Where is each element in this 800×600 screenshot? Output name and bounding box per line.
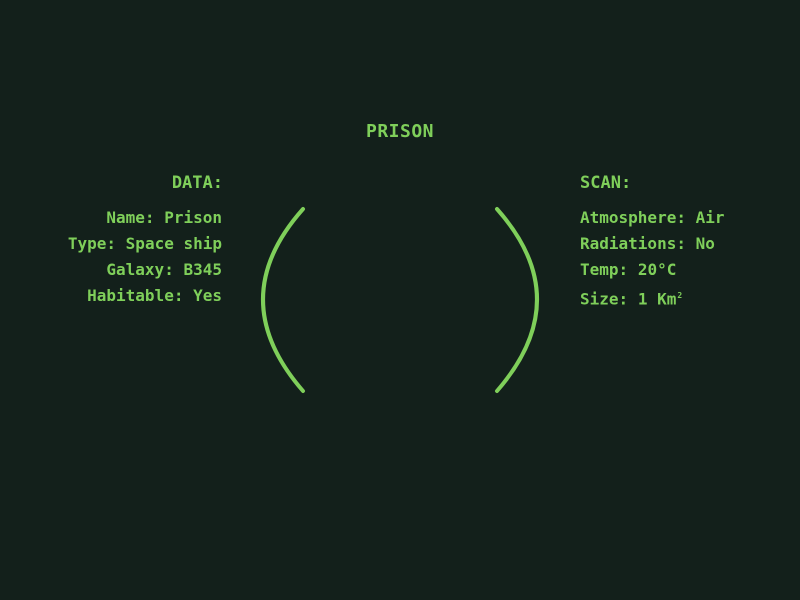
planet-title: PRISON	[365, 121, 435, 142]
data-row-habitable: Habitable: Yes	[68, 285, 222, 311]
scan-row-temp: Temp: 20°C	[580, 259, 725, 285]
scan-value: Air	[695, 208, 725, 227]
scan-label: Temp:	[580, 260, 629, 279]
scan-row-radiations: Radiations: No	[580, 233, 725, 259]
data-row-type: Type: Space ship	[68, 233, 222, 259]
scan-row-size: Size: 1 Km2	[580, 285, 725, 311]
scan-value: No	[695, 234, 715, 253]
data-label: Type:	[67, 234, 117, 253]
scan-value: 20°C	[637, 260, 677, 279]
left-bracket-arc	[261, 207, 305, 393]
data-row-name: Name: Prison	[68, 207, 222, 233]
scan-label: Size:	[580, 289, 629, 309]
data-panel-heading: DATA:	[171, 173, 223, 193]
scan-label: Radiations:	[580, 234, 686, 253]
right-bracket-arc	[495, 207, 539, 393]
data-label: Habitable:	[87, 286, 184, 305]
data-label: Galaxy:	[106, 260, 174, 279]
data-label: Name:	[106, 208, 155, 227]
scan-value: 1 Km	[637, 289, 677, 309]
scan-row-atmosphere: Atmosphere: Air	[580, 207, 725, 233]
data-value: Space ship	[125, 234, 222, 253]
data-value: Yes	[193, 286, 222, 305]
size-unit-superscript: 2	[677, 291, 683, 300]
data-row-galaxy: Galaxy: B345	[68, 259, 222, 285]
data-panel-list: Name: Prison Type: Space ship Galaxy: B3…	[68, 207, 222, 311]
scan-panel-list: Atmosphere: Air Radiations: No Temp: 20°…	[580, 207, 725, 311]
data-value: Prison	[164, 208, 222, 227]
scan-label: Atmosphere:	[580, 208, 686, 227]
data-value: B345	[183, 260, 222, 279]
scan-panel-heading: SCAN:	[580, 173, 632, 193]
